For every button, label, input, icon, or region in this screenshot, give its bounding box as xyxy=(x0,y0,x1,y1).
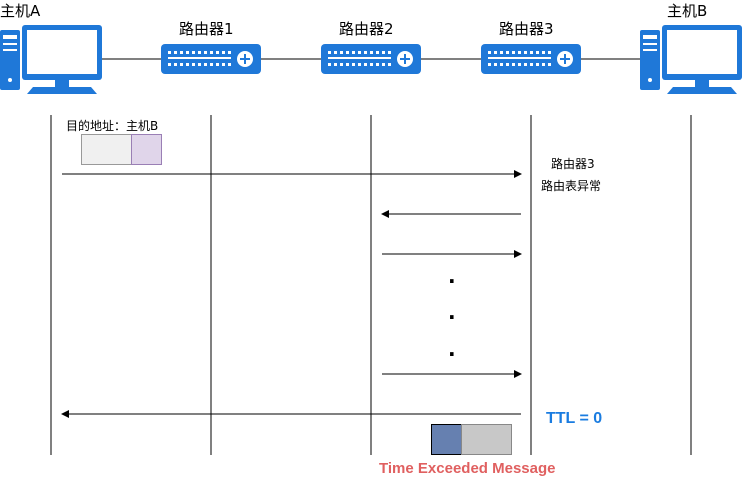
router3-note-title: 路由器3 xyxy=(551,157,595,171)
ellipsis-dot: . xyxy=(448,300,456,324)
host-a-label: 主机A xyxy=(0,2,41,20)
router-icon xyxy=(321,44,421,74)
router1-label: 路由器1 xyxy=(179,20,234,38)
host-b-label: 主机B xyxy=(667,2,708,20)
router2-label: 路由器2 xyxy=(339,20,394,38)
packet-header-block xyxy=(81,134,132,165)
computer-icon xyxy=(640,25,742,94)
packet-destination-label: 目的地址：主机B xyxy=(66,119,159,133)
router-icon xyxy=(481,44,581,74)
packet-payload-block xyxy=(131,134,162,165)
router3-label: 路由器3 xyxy=(499,20,554,38)
computer-icon xyxy=(0,25,102,94)
ttl-label: TTL = 0 xyxy=(546,410,603,427)
ellipsis-dot: . xyxy=(448,337,456,361)
icmp-payload-block xyxy=(461,424,512,455)
ellipsis-dot: . xyxy=(448,264,456,288)
router-icon xyxy=(161,44,261,74)
router3-note-detail: 路由表异常 xyxy=(541,179,602,193)
icmp-header-block xyxy=(431,424,462,455)
time-exceeded-label: Time Exceeded Message xyxy=(379,460,556,477)
